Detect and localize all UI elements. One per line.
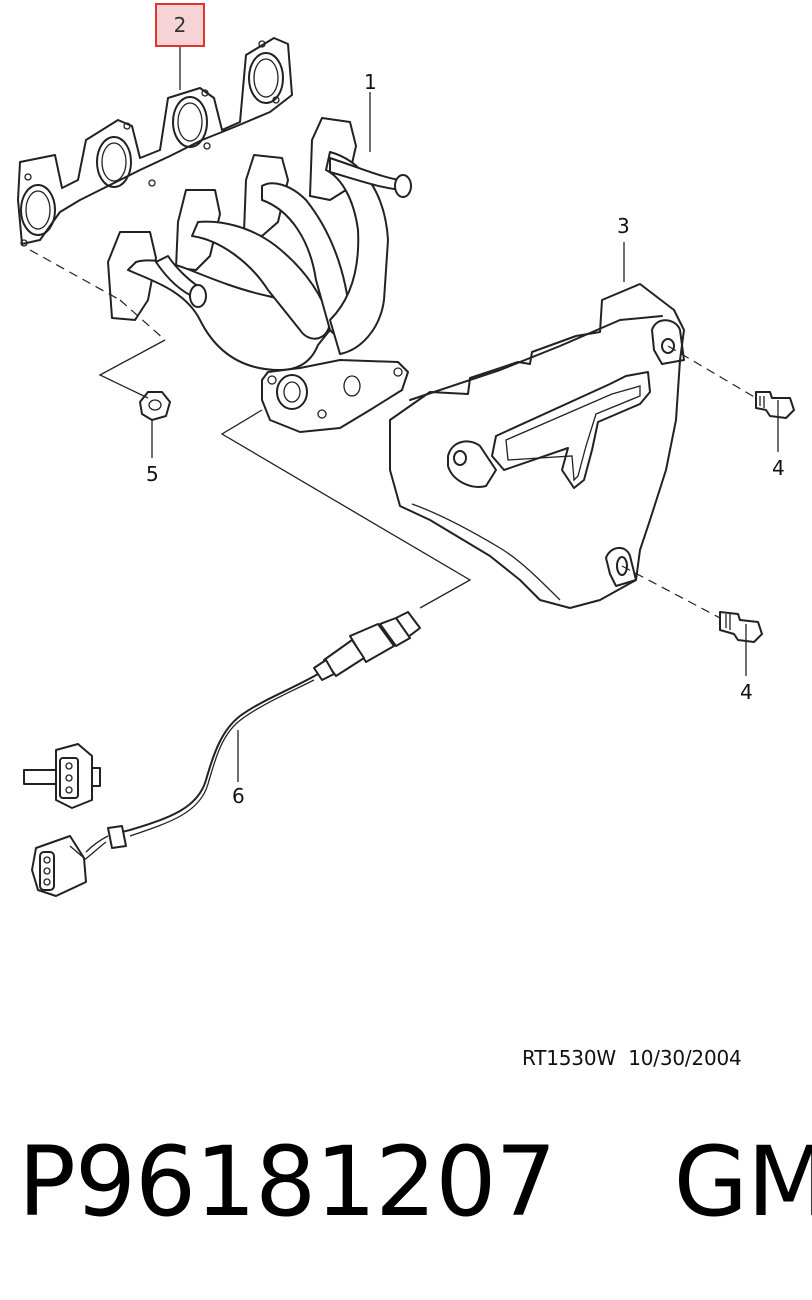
brand-name: GM (673, 1126, 812, 1238)
connector-icon[interactable] (31, 835, 87, 897)
assembly-guide-lines (29, 249, 757, 619)
part-number-footer: P96181207 GM (18, 1134, 812, 1254)
callout-part-3[interactable]: 3 (617, 214, 630, 238)
callout-part-2[interactable]: 2 (155, 3, 205, 47)
callout-part-5[interactable]: 5 (146, 462, 159, 486)
oxygen-sensor-icon[interactable] (83, 611, 421, 861)
callout-label: 2 (173, 13, 187, 37)
part-number: P96181207 (18, 1126, 557, 1238)
bolt-icon[interactable] (755, 391, 795, 452)
exhaust-manifold-gasket-icon[interactable] (17, 37, 293, 247)
callout-part-6[interactable]: 6 (232, 784, 245, 808)
callout-part-1[interactable]: 1 (364, 70, 377, 94)
connector-icon[interactable] (23, 743, 101, 809)
parts-diagram (17, 37, 795, 897)
bolt-icon[interactable] (719, 611, 763, 676)
callout-part-4[interactable]: 4 (772, 456, 785, 480)
nut-icon[interactable] (139, 391, 171, 458)
drawing-reference: RT1530W 10/30/2004 (522, 1046, 742, 1070)
heat-shield-icon[interactable] (389, 242, 685, 609)
exhaust-manifold-icon[interactable] (107, 92, 412, 433)
callout-part-4[interactable]: 4 (740, 680, 753, 704)
